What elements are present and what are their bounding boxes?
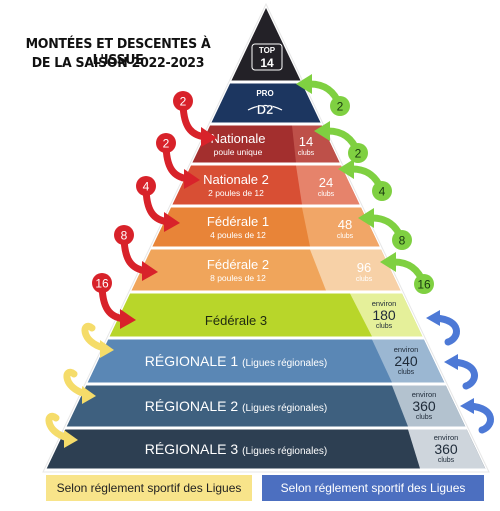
level-name-2: Nationale [211,131,266,146]
club-count-pre-7: environ [394,345,419,354]
top14-logo-top: TOP [259,46,276,55]
level-name-3: Nationale 2 [203,172,269,187]
promotion-arrow-5: 16 [380,252,434,294]
level-name-5: Fédérale 2 [207,257,269,272]
club-count-label-5: clubs [356,276,373,283]
club-count-5: 96 [357,260,371,275]
footer-right-note: Selon réglement sportif des Ligues [262,475,484,501]
level-label-8: RÉGIONALE 2(Ligues régionales) [145,398,327,414]
club-count-2: 14 [299,134,313,149]
level-sub-7: (Ligues régionales) [242,358,327,369]
club-count-label-2: clubs [298,150,315,157]
club-count-wedge-6 [350,293,423,337]
top14-logo-frame [251,43,283,71]
promotion-count-2: 2 [355,147,362,161]
club-count-wedge-9 [408,429,486,469]
prod2-logo-pro: PRO [256,89,273,98]
club-count-wedge-3 [296,165,360,205]
pyramid-band-1 [211,83,321,123]
relegation-arrow-5: 16 [92,273,136,329]
club-count-8: 360 [412,398,436,414]
footer-left-note: Selon réglement sportif des Ligues [46,475,252,501]
prod2-logo-swoosh [247,104,283,111]
club-count-pre-8: environ [412,390,437,399]
club-count-wedge-2 [292,125,340,163]
pyramid-band-9 [46,429,486,469]
club-count-wedge-8 [392,385,466,427]
title-line-2: DE LA SAISON 2022-2023 [31,55,205,71]
promotion-count-1: 2 [337,100,344,114]
pyramid-band-7 [87,339,445,383]
regional-left-arrow-1 [63,368,96,404]
level-sub-9: (Ligues régionales) [242,446,327,457]
promotion-arrow-2: 2 [314,121,368,163]
relegation-count-4: 8 [121,229,128,243]
club-count-label-7: clubs [398,369,415,376]
club-count-wedge-5 [310,249,401,291]
regional-left-arrow-2 [45,412,78,448]
level-name-7: RÉGIONALE 1 [145,353,239,369]
level-name-6: Fédérale 3 [205,313,267,328]
prod2-logo-d2: D2 [257,102,274,117]
relegation-count-5: 16 [95,277,109,291]
level-sub-5: 8 poules de 12 [210,273,266,283]
regional-left-arrow-0 [81,322,114,358]
regional-right-arrow-1 [444,354,478,390]
relegation-arrow-2: 2 [156,133,200,189]
regional-right-arrow-0 [426,310,460,346]
relegation-arrow-4: 8 [114,225,158,281]
club-count-label-4: clubs [337,233,354,240]
promotion-count-5: 16 [417,278,431,292]
promotion-count-3: 4 [379,185,386,199]
level-sub-2: poule unique [214,147,263,157]
club-count-wedge-7 [372,339,445,383]
club-count-pre-6: environ [372,299,397,308]
relegation-count-3: 4 [143,180,150,194]
level-sub-4: 4 poules de 12 [210,230,266,240]
relegation-count-2: 2 [163,137,170,151]
top14-logo-number: 14 [260,56,274,70]
relegation-count-1: 2 [180,95,187,109]
relegation-arrow-3: 4 [136,176,180,232]
club-count-7: 240 [394,353,418,369]
club-count-label-9: clubs [438,457,455,464]
level-name-9: RÉGIONALE 3 [145,441,239,457]
pyramid-band-8 [66,385,466,427]
promotion-arrow-1: 2 [296,74,350,116]
promotion-arrow-4: 8 [358,208,412,250]
title-line-1: MONTÉES ET DESCENTES À L'ISSUE [25,36,211,68]
club-count-3: 24 [319,175,333,190]
club-count-label-3: clubs [318,191,335,198]
level-sub-8: (Ligues régionales) [242,403,327,414]
level-sub-3: 2 poules de 12 [208,188,264,198]
promotion-arrow-3: 4 [338,159,392,201]
level-label-9: RÉGIONALE 3(Ligues régionales) [145,441,327,457]
club-count-label-8: clubs [416,414,433,421]
club-count-6: 180 [372,307,396,323]
promotion-count-4: 8 [399,234,406,248]
pyramid-band-6 [109,293,423,337]
regional-right-arrow-2 [460,398,494,434]
club-count-label-6: clubs [376,323,393,330]
level-label-7: RÉGIONALE 1(Ligues régionales) [145,353,327,369]
club-count-9: 360 [434,441,458,457]
club-count-pre-9: environ [434,433,459,442]
club-count-4: 48 [338,217,352,232]
relegation-arrow-1: 2 [173,91,217,147]
level-name-8: RÉGIONALE 2 [145,398,239,414]
level-name-4: Fédérale 1 [207,214,269,229]
